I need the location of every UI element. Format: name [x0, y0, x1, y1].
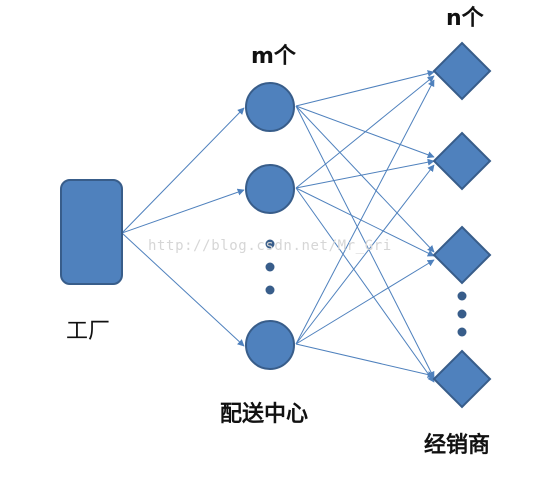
factory-node — [60, 179, 123, 285]
edge-center-2-to-dealer-3 — [295, 187, 435, 257]
edges-group — [121, 70, 435, 383]
dealer-ellipsis-dot-1 — [457, 291, 467, 301]
distribution-center-node-1 — [245, 82, 295, 132]
dealer-count-label: n个 — [446, 6, 484, 31]
edge-center-2-to-dealer-4 — [295, 187, 435, 383]
edge-center-2-to-dealer-1 — [295, 75, 435, 189]
edge-center-3-to-dealer-1 — [295, 79, 435, 345]
watermark-text: http://blog.csdn.net/Mr_Gri — [148, 238, 392, 254]
center-ellipsis-dot-1 — [265, 239, 275, 249]
edge-factory-to-center-1 — [121, 107, 245, 234]
center-ellipsis-dot-3 — [265, 285, 275, 295]
edge-factory-to-center-3 — [121, 232, 245, 347]
dealer-node-1 — [432, 41, 492, 101]
dealer-node-2 — [432, 131, 492, 191]
edge-center-3-to-dealer-4 — [295, 343, 435, 378]
dealer-ellipsis-dot-2 — [457, 309, 467, 319]
center-ellipsis-dot-2 — [265, 262, 275, 272]
edge-center-1-to-dealer-1 — [295, 70, 435, 107]
center-count-label: m个 — [251, 44, 296, 69]
dealer-label: 经销商 — [424, 433, 491, 458]
distribution-center-label: 配送中心 — [220, 402, 309, 427]
edge-center-1-to-dealer-3 — [295, 105, 435, 253]
edge-center-2-to-dealer-2 — [295, 158, 435, 189]
edge-center-1-to-dealer-4 — [295, 105, 435, 379]
dealer-ellipsis-dot-3 — [457, 327, 467, 337]
dealer-node-3 — [432, 225, 492, 285]
edge-center-3-to-dealer-3 — [295, 259, 435, 345]
dealer-node-4 — [432, 349, 492, 409]
distribution-center-node-2 — [245, 164, 295, 214]
factory-label: 工厂 — [66, 319, 111, 344]
edge-factory-to-center-2 — [121, 188, 245, 234]
edge-center-3-to-dealer-2 — [295, 164, 435, 345]
distribution-center-node-3 — [245, 320, 295, 370]
